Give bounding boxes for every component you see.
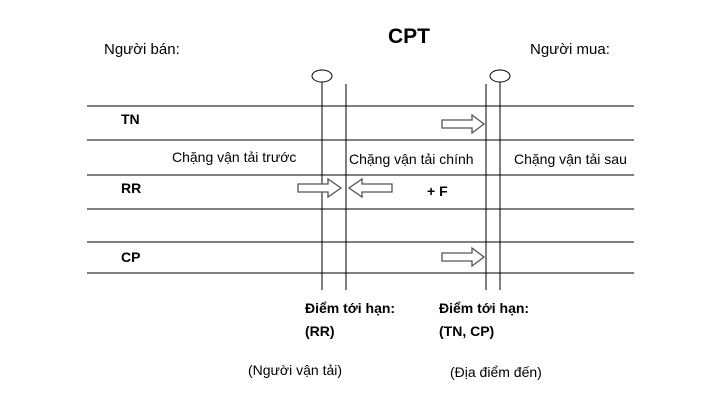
tn-arrow-right-icon <box>441 113 486 135</box>
seller-label: Người bán: <box>104 41 180 58</box>
stage-main-carriage: Chặng vận tải chính <box>349 151 474 167</box>
plus-freight-label: + F <box>427 183 448 199</box>
buyer-label: Người mua: <box>530 41 610 58</box>
stage-on-carriage: Chặng vận tải sau <box>514 151 627 167</box>
cp-arrow-right-icon <box>441 246 486 268</box>
row-label-cp: CP <box>121 249 141 265</box>
critical-point-tncp-label: Điểm tới hạn: <box>439 300 530 316</box>
seller-point-marker <box>311 69 333 83</box>
critical-point-rr-note: (Người vận tải) <box>248 362 343 378</box>
rr-arrow-right-icon <box>297 177 343 199</box>
row-label-rr: RR <box>121 180 142 196</box>
rr-arrow-left-icon <box>347 177 393 199</box>
critical-point-tncp-note: (Địa điểm đến) <box>450 364 542 380</box>
diagram-title: CPT <box>388 25 430 48</box>
critical-point-rr-label: Điểm tới hạn: <box>305 300 396 316</box>
buyer-point-marker <box>489 69 511 83</box>
stage-pre-carriage: Chặng vận tải trước <box>172 149 297 165</box>
critical-point-tncp-value: (TN, CP) <box>439 323 495 339</box>
critical-point-rr-value: (RR) <box>305 323 335 339</box>
row-label-tn: TN <box>121 111 140 127</box>
